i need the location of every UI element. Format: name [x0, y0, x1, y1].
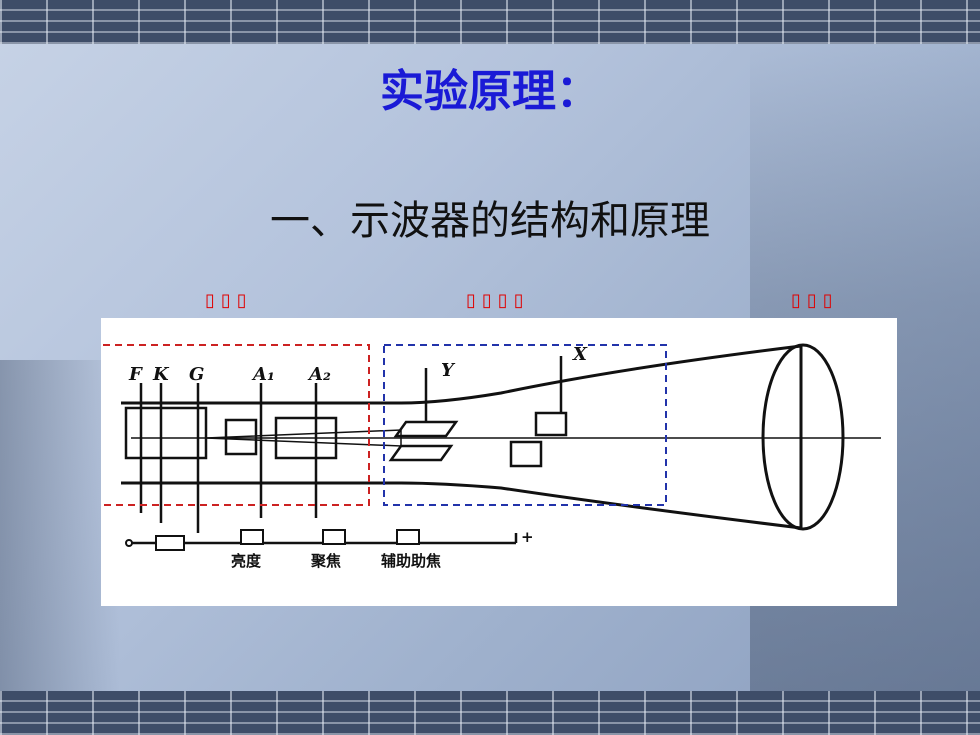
anode1-block [274, 416, 338, 460]
bottom-border-band [0, 691, 980, 735]
focus-pot [322, 529, 346, 545]
deflection-system-box [383, 344, 667, 506]
tube-outline [121, 344, 803, 530]
x-deflection-plate-bottom [509, 440, 543, 468]
cathode-block [124, 406, 208, 460]
input-terminal [125, 539, 133, 547]
electrode-label-x: X [572, 344, 588, 365]
region-label-right: ▯▯▯ [791, 290, 839, 311]
control-label-aux-focus: 辅助助焦 [381, 552, 441, 570]
fluorescent-screen [761, 343, 845, 531]
control-label-brightness: 亮度 [231, 552, 262, 570]
brightness-pot [240, 529, 264, 545]
top-border-band [0, 0, 980, 44]
electrode-label-a2: A₂ [307, 364, 331, 385]
electron-gun-box [101, 344, 370, 506]
control-label-plus: + [521, 528, 534, 546]
slide-subtitle: 一、示波器的结构和原理 [270, 198, 710, 244]
y-deflection-plate-top [393, 420, 459, 438]
crt-schematic: F K G A₁ A₂ Y X 亮度 聚焦 辅助助焦 + [101, 343, 881, 570]
electrode-label-k: K [152, 364, 170, 385]
region-label-left: ▯▯▯ [205, 290, 253, 311]
control-label-focus: 聚焦 [310, 552, 341, 570]
region-label-middle: ▯▯▯▯ [466, 290, 530, 311]
beam-cone [205, 429, 402, 447]
x-deflection-plate-top [534, 411, 568, 437]
electrode-label-y: Y [441, 360, 456, 381]
resistor-1 [155, 535, 185, 551]
electrode-label-a1: A₁ [251, 364, 275, 385]
oscilloscope-diagram: F K G A₁ A₂ Y X 亮度 聚焦 辅助助焦 + [101, 318, 897, 606]
slide-title: 实验原理： [380, 66, 600, 117]
electrode-label-g: G [189, 364, 204, 385]
y-deflection-plate-bottom [388, 444, 454, 462]
electrode-label-f: F [128, 364, 143, 385]
aux-focus-pot [396, 529, 420, 545]
background-decoration-left [0, 360, 120, 691]
